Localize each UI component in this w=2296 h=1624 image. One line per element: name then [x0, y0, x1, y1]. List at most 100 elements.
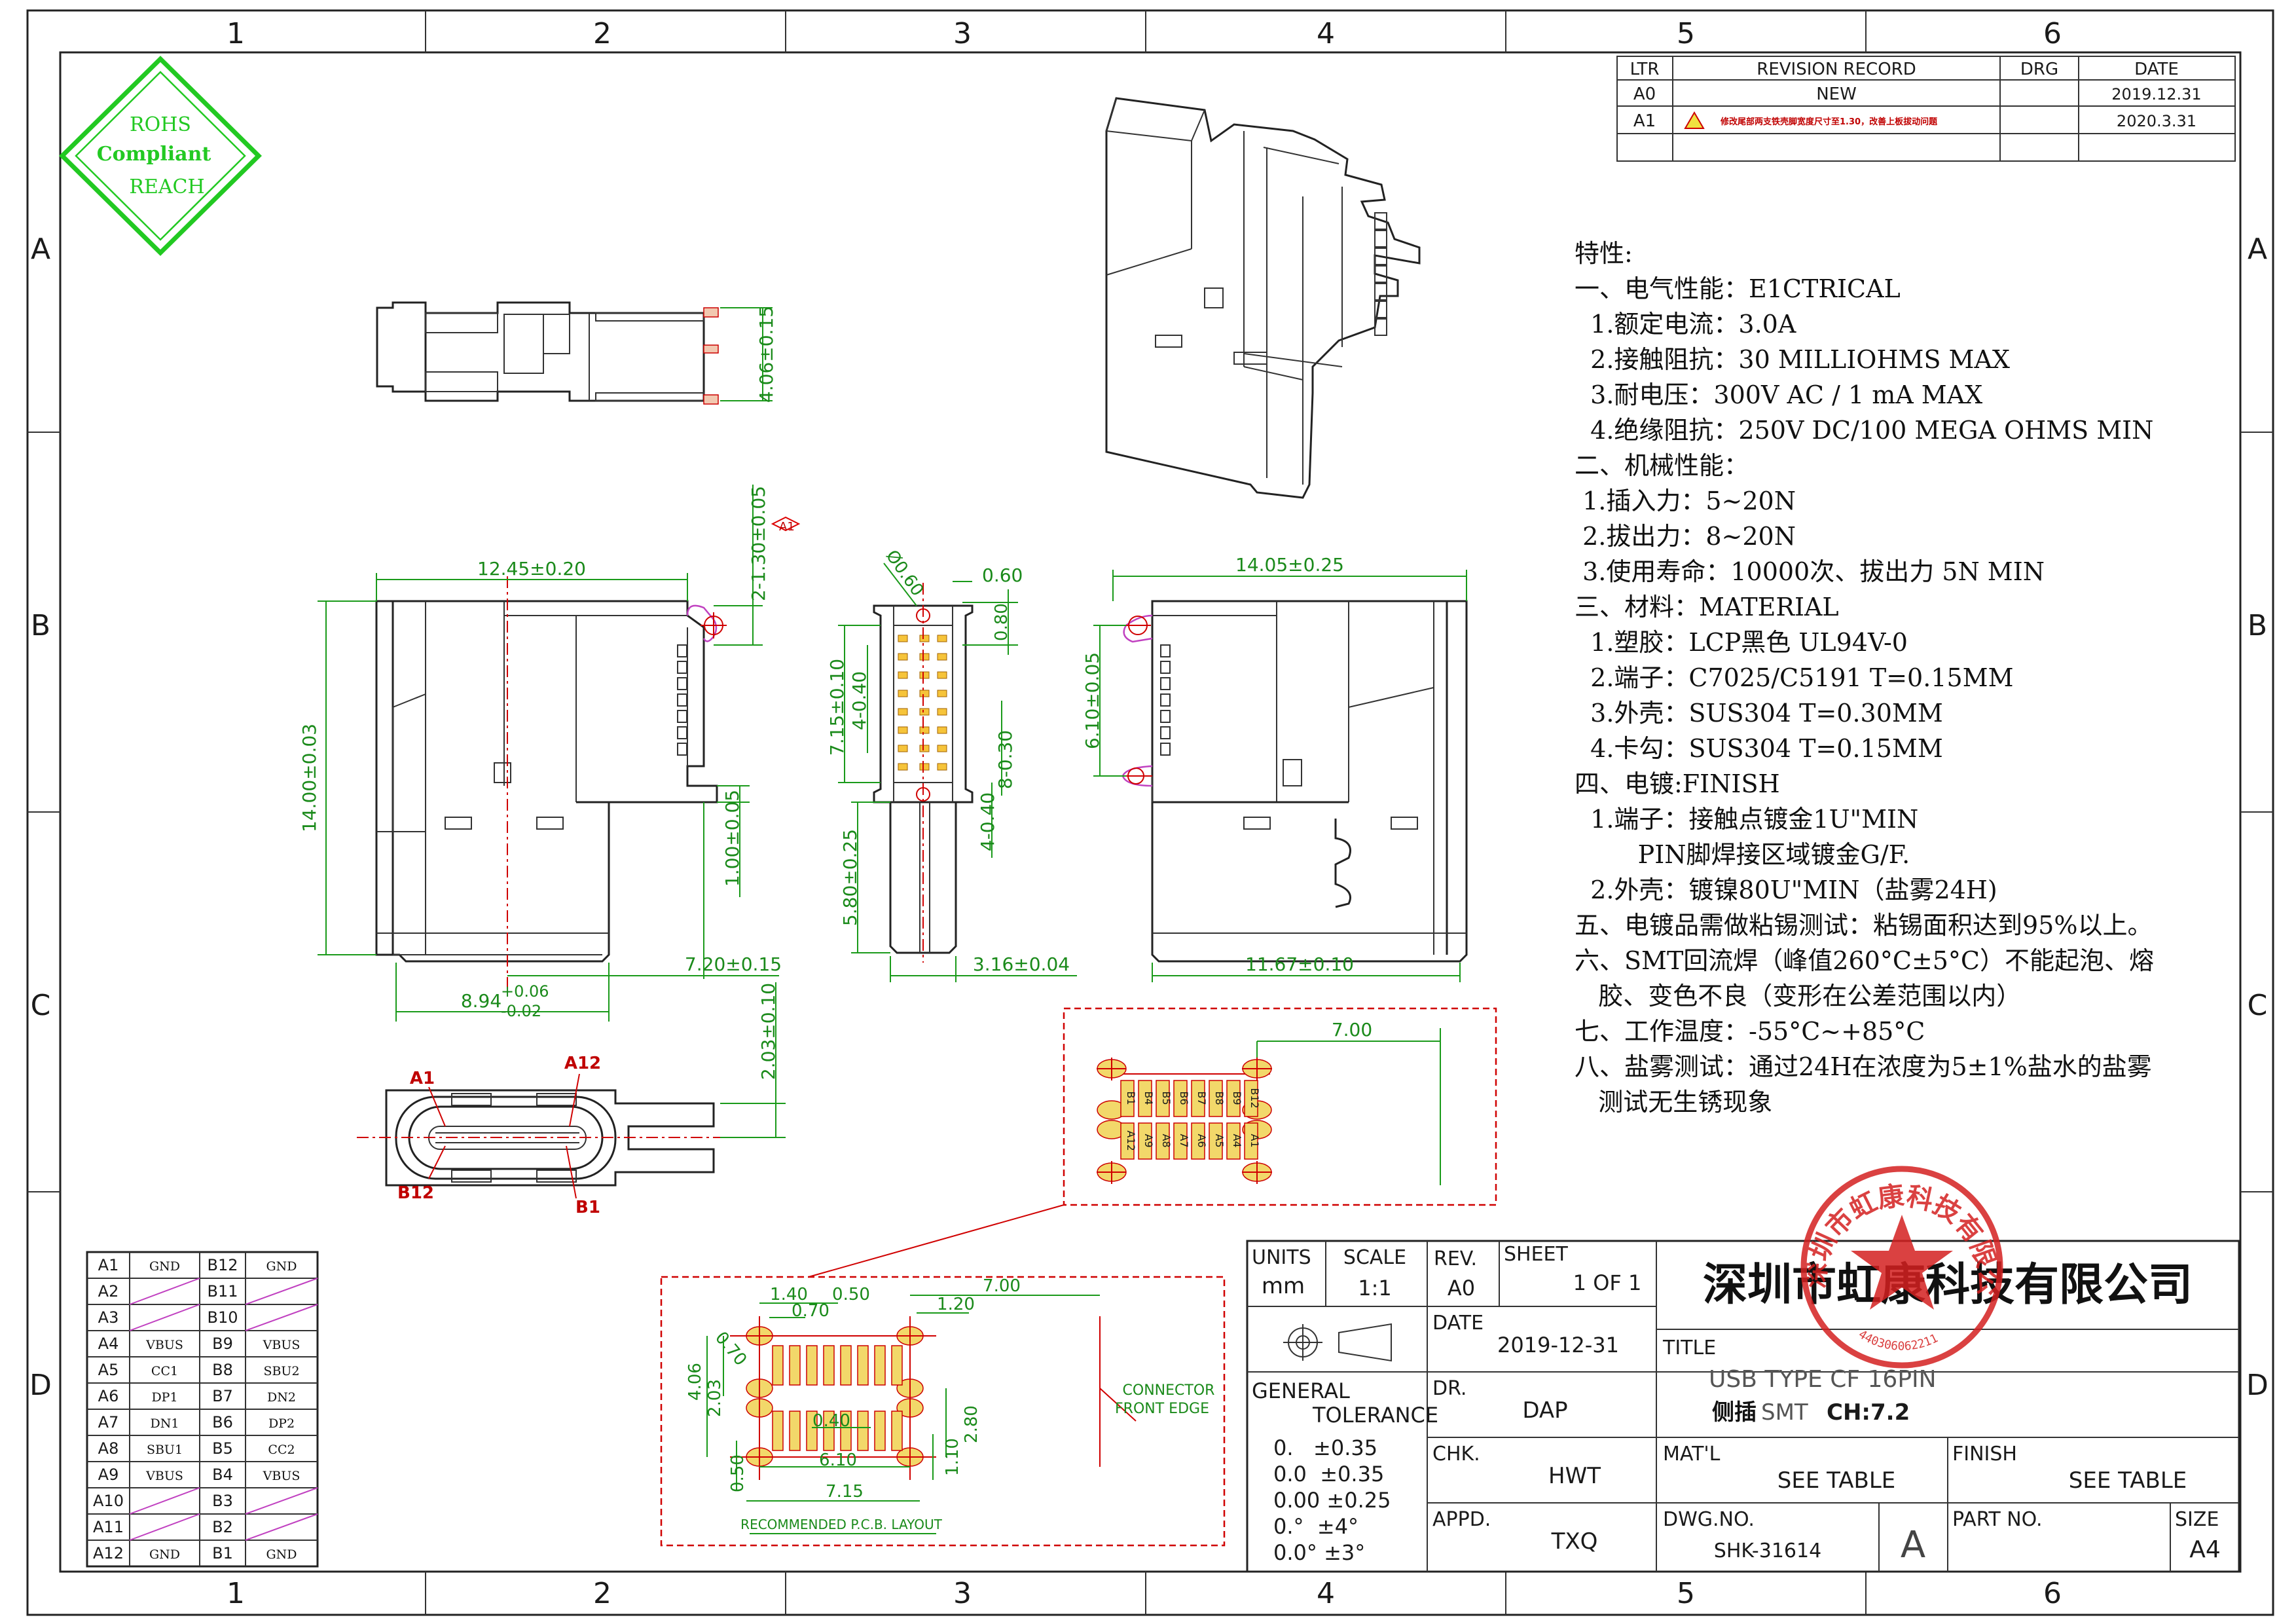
svg-text:440306062211: 440306062211 — [1856, 1327, 1940, 1354]
pin-cell: B5 — [212, 1439, 233, 1458]
spec-line: 六、SMT回流焊（峰值260°C±5°C）不能起泡、熔 — [1575, 946, 2154, 975]
spec-line: 3.外壳：SUS304 T=0.30MM — [1575, 699, 1943, 728]
dim-side-tab: 2-1.30±0.05 — [748, 486, 769, 601]
spec-line: 1.插入力：5~20N — [1575, 487, 1796, 515]
end-label-a12: A12 — [564, 1054, 601, 1073]
dim-front-080: 0.80 — [992, 603, 1011, 641]
scale-label: SCALE — [1343, 1246, 1406, 1269]
row-label: A — [31, 232, 50, 266]
pin-cell: A6 — [98, 1387, 119, 1405]
rev-record: NEW — [1816, 84, 1857, 104]
col-label: 5 — [1677, 17, 1695, 50]
pad-view: 7.00 B1 — [808, 1007, 1497, 1278]
appd-label: APPD. — [1432, 1508, 1491, 1531]
pad-pin-label: B1 — [1125, 1091, 1137, 1105]
pad-pin-label: A5 — [1213, 1134, 1226, 1147]
col-label: 6 — [2043, 17, 2062, 50]
pin-cell: GND — [149, 1259, 180, 1274]
drawing-title: USB TYPE CF 16PIN — [1709, 1366, 1937, 1393]
pcb-layout: 1.40 0.50 0.70 7.00 1.20 0.70 4.06 2.03 … — [660, 1276, 1226, 1547]
dim-side-b2-tol-dn: -0.02 — [501, 1002, 541, 1020]
side-view: 12.45±0.20 14.00±0.03 2-1.30±0.05 A1 1.0… — [299, 485, 801, 1022]
front-view: 7.15±0.10 4-0.40 Ø0.60 0.60 0.80 8-0.30 … — [826, 547, 1077, 982]
part-label: PART NO. — [1952, 1508, 2043, 1531]
pcb-note-2: FRONT EDGE — [1115, 1401, 1209, 1417]
title-block: UNITS mm SCALE 1:1 REV. A0 SHEET 1 OF 1 … — [1246, 1240, 2240, 1573]
dim-front-580: 5.80±0.25 — [839, 829, 861, 926]
sheet-label: SHEET — [1504, 1243, 1569, 1266]
spec-line: 八、盐雾测试：通过24H在浓度为5±1%盐水的盐雾 — [1575, 1052, 2152, 1081]
spec-line: PIN脚焊接区域镀金G/F. — [1575, 840, 1910, 869]
pin-cell: A4 — [98, 1335, 119, 1353]
pad-pin-label: B6 — [1178, 1091, 1190, 1105]
pcb-dim-280: 2.80 — [962, 1405, 981, 1443]
dim-side-height: 14.00±0.03 — [299, 724, 320, 832]
spec-line: 1.塑胶：LCP黑色 UL94V-0 — [1575, 628, 1908, 657]
na-slash — [129, 1487, 200, 1515]
end-view: 2.03±0.10 A1 A12 B12 B1 — [357, 982, 786, 1217]
pad-pin-label: A4 — [1231, 1134, 1243, 1147]
pcb-dim-050: 0.50 — [832, 1285, 870, 1304]
dim-side-mid: 1.00±0.05 — [721, 790, 743, 887]
col-label: 1 — [227, 1577, 245, 1610]
pin-cell: B1 — [212, 1544, 233, 1562]
drawing-subtitle-c: CH:7.2 — [1827, 1399, 1910, 1426]
spec-line: 三、材料：MATERIAL — [1575, 593, 1839, 621]
pcb-caption: RECOMMENDED P.C.B. LAYOUT — [740, 1517, 942, 1532]
pcb-dim-040: 0.40 — [812, 1411, 850, 1431]
company-name: 深圳市虹康科技有限公司 — [1703, 1259, 2193, 1311]
na-slash — [129, 1513, 200, 1541]
drawing-subtitle-b: SMT — [1761, 1399, 1808, 1426]
pin-cell: A3 — [98, 1308, 119, 1327]
pin-cell: CC1 — [151, 1364, 178, 1378]
rev-date: 2019.12.31 — [2111, 85, 2201, 103]
dim-side-b2: 8.94 — [461, 990, 501, 1012]
pin-cell: A5 — [98, 1361, 119, 1379]
revision-flag-icon — [771, 516, 801, 532]
pcb-dim-203: 2.03 — [705, 1379, 725, 1417]
na-slash — [129, 1304, 200, 1331]
col-label: 2 — [593, 1577, 611, 1610]
general-label: GENERAL — [1252, 1378, 1350, 1403]
dim-front-4040b: 4-0.40 — [977, 792, 998, 851]
pin-cell: B9 — [212, 1335, 233, 1353]
dim-right-bottom: 11.67±0.10 — [1245, 953, 1354, 975]
spec-line: 2.接触阻抗：30 MILLIOHMS MAX — [1575, 345, 2010, 374]
pin-cell: A2 — [98, 1282, 119, 1301]
pin-cell: SBU1 — [147, 1443, 183, 1457]
top-view: 4.06±0.15 — [376, 301, 777, 405]
pin-cell: A11 — [93, 1518, 124, 1536]
row-label: B — [2248, 609, 2267, 642]
pcb-dim-610: 6.10 — [819, 1450, 857, 1470]
logo-line1: ROHS — [130, 113, 191, 136]
pad-pin-label: A7 — [1178, 1134, 1190, 1147]
matl-label: MAT'L — [1663, 1443, 1721, 1466]
pin-cell: VBUS — [263, 1338, 301, 1352]
pad-pin-label: B8 — [1213, 1091, 1226, 1105]
rev-ltr: A1 — [1633, 111, 1656, 131]
pad-pin-label: B12 — [1248, 1088, 1261, 1108]
pin-cell: DP1 — [151, 1390, 177, 1405]
finish-label: FINISH — [1952, 1443, 2017, 1466]
spec-line: 1.端子：接触点镀金1U"MIN — [1575, 805, 1918, 834]
spec-line: 3.使用寿命：10000次、拔出力 5N MIN — [1575, 557, 2045, 586]
dim-right-width: 14.05±0.25 — [1235, 554, 1344, 576]
col-label: 3 — [953, 1577, 972, 1610]
tolerance-row: 0.0 ±0.35 — [1273, 1462, 1384, 1486]
dr-value: DAP — [1522, 1397, 1567, 1424]
rev-record: 修改尾部两支铁壳脚宽度尺寸至1.30，改善上板拔动问题 — [1720, 117, 1938, 127]
pcb-dim-120: 1.20 — [937, 1295, 975, 1314]
frame-labels: 1 2 3 4 5 6 1 2 3 4 5 6 A B C D A B C D — [29, 17, 2269, 1610]
spec-line: 四、电镀:FINISH — [1575, 769, 1780, 798]
chk-value: HWT — [1548, 1463, 1601, 1489]
pin-cell: A7 — [98, 1413, 119, 1431]
pin-cell: A9 — [98, 1466, 119, 1484]
pad-pin-label: B5 — [1160, 1091, 1173, 1105]
spec-line: 测试无生锈现象 — [1575, 1088, 1772, 1116]
spec-line: 胶、变色不良（变形在公差范围以内） — [1575, 982, 2021, 1010]
col-label: 2 — [593, 17, 611, 50]
pcb-dim-050b: 0.50 — [728, 1454, 748, 1492]
rev-header-drg: DRG — [2020, 60, 2058, 79]
pcb-pads — [746, 1326, 924, 1467]
rev-header-date: DATE — [2134, 60, 2179, 79]
